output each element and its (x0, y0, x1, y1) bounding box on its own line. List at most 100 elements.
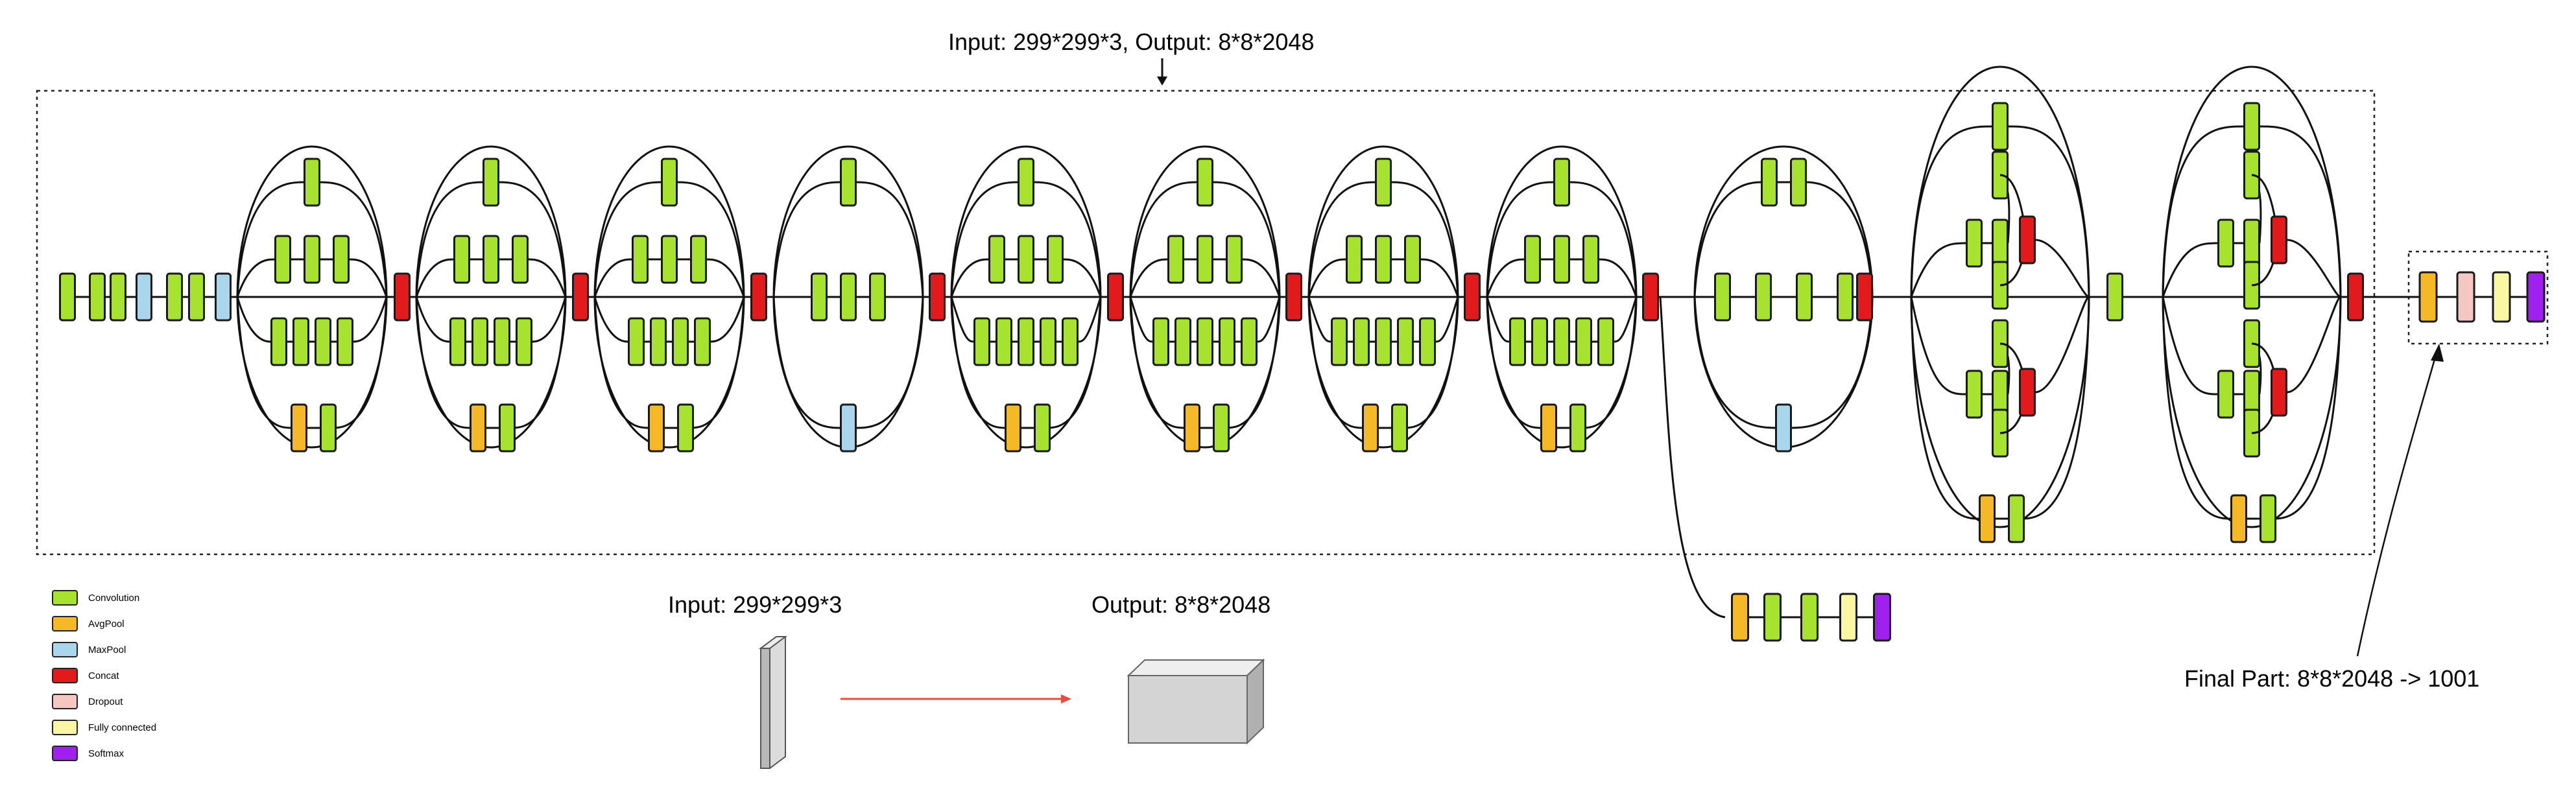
fc-block (1839, 593, 1857, 642)
conv-block (1790, 158, 1807, 207)
branch-path (1486, 296, 1542, 429)
conv-block (840, 158, 857, 207)
conv-block (661, 158, 678, 207)
concat-block (750, 272, 767, 322)
conv-block (672, 317, 689, 366)
branch-path (855, 296, 924, 429)
branch-path (527, 258, 567, 298)
branch-path (2162, 296, 2232, 520)
branch-path (236, 296, 272, 343)
branch-path (415, 258, 455, 298)
conv-block (1524, 235, 1541, 284)
avgpool-block (470, 403, 486, 453)
concat-block (2347, 272, 2364, 322)
summary-arrowhead (1061, 694, 1071, 703)
branch-path (498, 181, 567, 298)
conv-block (1197, 235, 1213, 284)
conv-block (996, 317, 1012, 366)
conv-block (650, 317, 667, 366)
conv-block (1569, 403, 1586, 453)
branch-path (1129, 181, 1198, 298)
branch-path (415, 296, 451, 343)
conv-block (1419, 317, 1436, 366)
network-frame (36, 89, 2376, 556)
legend-item-avgpool: AvgPool (52, 614, 125, 633)
branch-path (1598, 258, 1638, 298)
conv-block (1966, 370, 1983, 419)
branch-path (2259, 125, 2342, 298)
branch-path (348, 258, 388, 298)
concat-block (2019, 215, 2036, 265)
conv-block (1167, 235, 1184, 284)
branch-path (1486, 258, 1525, 298)
legend-item-fc: Fully connected (52, 718, 156, 737)
branch-path (950, 181, 1019, 298)
concat-block (1856, 272, 1873, 322)
branch-path (1307, 296, 1363, 429)
conv-block (1582, 235, 1599, 284)
aux-branch-path (1659, 296, 1726, 619)
conv-block (483, 235, 499, 284)
branch-path (1403, 296, 1459, 429)
branch-path (593, 258, 633, 298)
branch-path (1910, 242, 1967, 298)
conv-block (2260, 494, 2276, 543)
concat-block (2271, 215, 2287, 265)
branch-path (1693, 296, 1776, 429)
conv-block (988, 235, 1005, 284)
final-part-label: Final Part: 8*8*2048 -> 1001 (2184, 665, 2480, 692)
branch-path (415, 296, 471, 429)
conv-block (840, 272, 857, 322)
branch-path (1129, 296, 1185, 429)
conv-block (110, 272, 126, 322)
conv-block (292, 317, 309, 366)
conv-block (1018, 158, 1034, 207)
branch-path (1910, 296, 1967, 395)
conv-block (516, 317, 532, 366)
branch-path (855, 181, 924, 298)
concat-block (929, 272, 946, 322)
branch-path (2286, 296, 2342, 394)
conv-block (1391, 403, 1408, 453)
conv-block (483, 158, 499, 207)
avgpool-block (2230, 494, 2247, 543)
branch-path (332, 296, 388, 429)
branch-path (2272, 296, 2342, 520)
conv-block (512, 235, 529, 284)
legend-swatch-conv (52, 590, 78, 606)
branch-path (2020, 296, 2090, 520)
dropout-block (2456, 271, 2475, 323)
avgpool-block (1979, 494, 1996, 543)
avgpool-block (1184, 403, 1200, 453)
avgpool-block (648, 403, 665, 453)
conv-block (89, 272, 106, 322)
legend-label: Softmax (88, 748, 125, 759)
branch-path (1693, 181, 1761, 298)
conv-block (320, 403, 337, 453)
conv-block (274, 235, 291, 284)
branch-path (1791, 296, 1874, 429)
conv-block (499, 403, 516, 453)
branch-path (593, 181, 662, 298)
conv-block (2243, 218, 2260, 268)
branch-path (1241, 258, 1281, 298)
input-tensor-slab-front (760, 648, 770, 769)
branch-path (319, 181, 388, 298)
legend-item-maxpool: MaxPool (52, 640, 126, 659)
branch-path (950, 296, 1006, 429)
legend-item-conv: Convolution (52, 588, 139, 607)
conv-block (1213, 403, 1230, 453)
conv-block (1175, 317, 1191, 366)
conv-block (1714, 272, 1731, 322)
conv-block (1375, 235, 1392, 284)
concat-block (1107, 272, 1124, 322)
legend-label: MaxPool (88, 644, 126, 655)
legend-label: Concat (88, 670, 119, 681)
conv-block (1062, 317, 1079, 366)
branch-path (1569, 181, 1638, 298)
avgpool-block (1540, 403, 1557, 453)
top-io-label: Input: 299*299*3, Output: 8*8*2048 (948, 29, 1315, 55)
branch-path (706, 258, 745, 298)
conv-block (1331, 317, 1348, 366)
